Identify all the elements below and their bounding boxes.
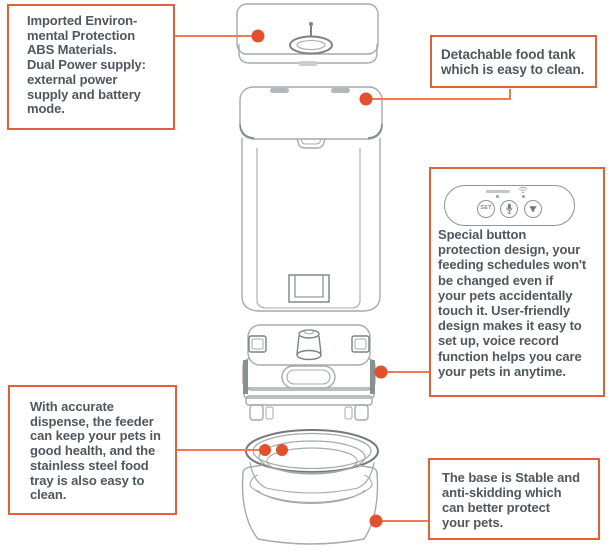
dispenser-unit [242,324,376,421]
tank-slot [331,88,350,93]
callout-food-tank: Detachable food tank which is easy to cl… [430,35,597,88]
callout-food-tank-text: Detachable food tank which is easy to cl… [441,47,585,77]
connector-dot-lid [251,29,265,43]
lid [236,3,379,66]
food-tank-top [239,86,383,149]
speaker-icon [529,206,537,212]
indicator-label [486,190,510,193]
callout-base: The base is Stable and anti-skidding whi… [428,458,600,540]
callout-buttons: SET Special button protection design, yo… [429,167,605,397]
status-indicator-dot [496,195,499,198]
tank-notch [296,138,326,149]
connector-dot-tray-2 [276,444,288,456]
dispenser-feet [249,404,369,421]
wifi-icon [518,186,528,194]
lid-tab [299,61,317,66]
connector-dot-base [369,514,383,528]
connector-dot-tray-1 [259,444,271,456]
control-panel: SET [444,185,575,226]
status-indicator-dot [522,195,525,198]
microphone-icon [506,203,513,214]
callout-tray-text: With accurate dispense, the feeder can k… [30,399,161,503]
lid-handle [289,22,333,55]
dispenser-recess [281,365,336,389]
base [241,464,379,545]
dispenser-tabs [248,335,370,353]
speaker-button [524,200,542,218]
callout-materials-text: Imported Environ- mental Protection ABS … [27,13,146,117]
spindle [296,329,322,361]
tank-slot [270,88,289,93]
set-button: SET [477,200,495,218]
connector-line-food-tank [372,89,511,100]
food-tray [245,429,379,494]
microphone-button [500,200,518,218]
callout-base-text: The base is Stable and anti-skidding whi… [442,470,580,530]
connector-dot-dispenser [374,365,388,379]
connector-dot-tank [359,92,373,106]
food-outlet [288,274,330,303]
callout-tray: With accurate dispense, the feeder can k… [8,385,177,515]
callout-materials: Imported Environ- mental Protection ABS … [7,4,175,130]
food-tank-body [241,138,381,312]
callout-buttons-text: Special button protection design, your f… [438,227,587,379]
set-button-label: SET [480,205,492,212]
